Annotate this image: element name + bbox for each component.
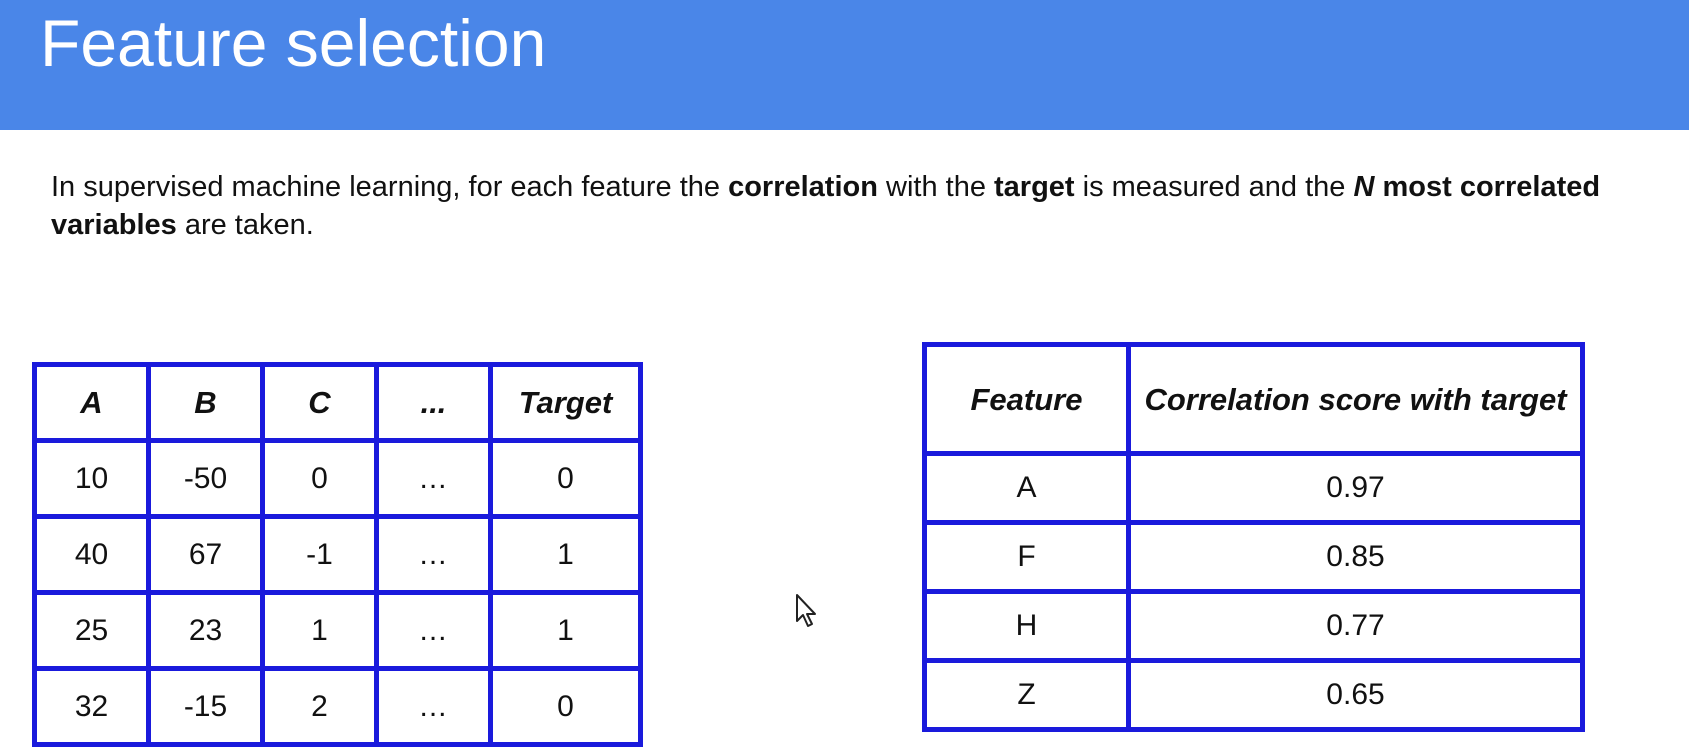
table-cell: 0.77	[1126, 589, 1585, 663]
table-cell: F	[922, 520, 1131, 594]
body-text-part3: is measured and the	[1074, 171, 1354, 203]
data-table-header-target: Target	[488, 362, 643, 443]
data-table-header-b: B	[146, 362, 265, 443]
table-cell: 1	[488, 590, 643, 671]
data-table-header-c: C	[260, 362, 379, 443]
table-cell: 1	[488, 514, 643, 595]
table-row: A 0.97	[922, 451, 1585, 525]
slide-body-text: In supervised machine learning, for each…	[51, 168, 1661, 244]
title-bar: Feature selection	[0, 0, 1689, 130]
table-row: 32 -15 2 ... 0	[32, 666, 643, 747]
mouse-pointer-icon	[796, 594, 816, 627]
table-cell: 0	[488, 666, 643, 747]
table-cell: 0	[260, 438, 379, 519]
table-cell: ...	[374, 514, 493, 595]
correlation-table-header-feature: Feature	[922, 342, 1131, 456]
table-cell: ...	[374, 438, 493, 519]
table-cell: -50	[146, 438, 265, 519]
table-cell: 0.65	[1126, 658, 1585, 732]
correlation-table-header-row: Feature Correlation score with target	[922, 342, 1585, 456]
table-row: F 0.85	[922, 520, 1585, 594]
table-cell: 10	[32, 438, 151, 519]
table-cell: Z	[922, 658, 1131, 732]
table-cell: H	[922, 589, 1131, 663]
data-table: A B C ... Target 10 -50 0 ... 0 40 67 -1…	[32, 362, 643, 747]
table-cell: 2	[260, 666, 379, 747]
table-cell: -15	[146, 666, 265, 747]
body-text-most-correlated: most correlated variables	[51, 171, 1601, 241]
table-row: 40 67 -1 ... 1	[32, 514, 643, 595]
table-row: Z 0.65	[922, 658, 1585, 732]
table-cell: ...	[374, 590, 493, 671]
body-text-part1: In supervised machine learning, for each…	[51, 171, 729, 203]
table-cell: -1	[260, 514, 379, 595]
body-text-part2: with the	[877, 171, 995, 203]
table-cell: 23	[146, 590, 265, 671]
table-row: 25 23 1 ... 1	[32, 590, 643, 671]
table-cell: 0.97	[1126, 451, 1585, 525]
slide-title: Feature selection	[40, 6, 547, 80]
table-cell: 32	[32, 666, 151, 747]
body-text-target: target	[994, 171, 1075, 203]
body-text-correlation: correlation	[728, 171, 878, 203]
data-table-header-row: A B C ... Target	[32, 362, 643, 443]
correlation-table-header-score: Correlation score with target	[1126, 342, 1585, 456]
table-cell: 67	[146, 514, 265, 595]
table-row: 10 -50 0 ... 0	[32, 438, 643, 519]
correlation-table: Feature Correlation score with target A …	[922, 342, 1585, 732]
table-cell: 1	[260, 590, 379, 671]
body-text-n: N	[1353, 171, 1375, 203]
body-text-part4: are taken.	[176, 209, 314, 241]
table-cell: ...	[374, 666, 493, 747]
table-cell: 40	[32, 514, 151, 595]
table-row: H 0.77	[922, 589, 1585, 663]
table-cell: 0.85	[1126, 520, 1585, 594]
table-cell: 0	[488, 438, 643, 519]
table-cell: A	[922, 451, 1131, 525]
data-table-header-ellipsis: ...	[374, 362, 493, 443]
data-table-header-a: A	[32, 362, 151, 443]
table-cell: 25	[32, 590, 151, 671]
